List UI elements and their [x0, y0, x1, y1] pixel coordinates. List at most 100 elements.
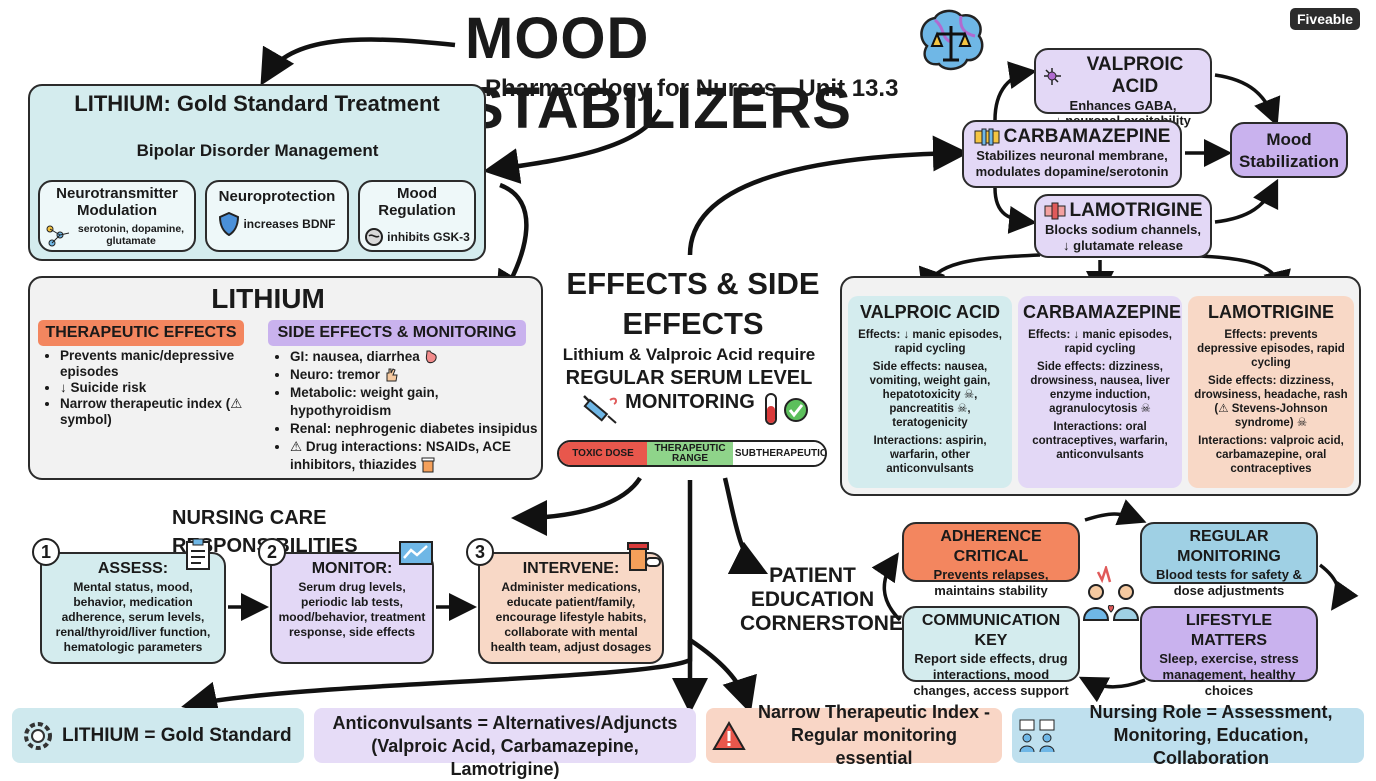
summary-lithium-text: LITHIUM = Gold Standard: [62, 724, 292, 746]
side-effect-item: Metabolic: weight gain, hypothyroidism: [290, 384, 538, 420]
communication-text: Report side effects, drug interactions, …: [913, 651, 1069, 698]
brain-icon: [364, 227, 384, 247]
arrow-cycle-bottom: [1078, 676, 1146, 703]
subtherapeutic-segment: SUBTHERAPEUTIC: [733, 442, 825, 465]
arrow-carb-to-lamo: [993, 187, 1037, 234]
carbamazepine-mechanism-title: CARBAMAZEPINE: [1003, 126, 1171, 147]
therapeutic-range-segment: THERAPEUTIC RANGE: [647, 442, 735, 465]
clipboard-icon: [184, 538, 212, 570]
neuroprotection-title: Neuroprotection: [218, 188, 336, 205]
neuroprotection-card: Neuroprotection increases BDNF: [205, 180, 349, 252]
arrow-cycle-right: [1318, 563, 1359, 611]
valproic-effects-title: VALPROIC ACID: [859, 302, 1000, 322]
monitor-title: MONITOR:: [311, 560, 393, 577]
mood-regulation-card: Mood Regulation inhibits GSK-3: [358, 180, 476, 252]
brand-badge[interactable]: Fiveable: [1290, 8, 1360, 30]
nursing-team-icon: [1018, 718, 1058, 754]
summary-narrow-index-text: Narrow Therapeutic Index - Regular monit…: [757, 702, 991, 768]
arrow-range-to-nursing: [511, 476, 642, 536]
neuroprotection-detail: increases BDNF: [243, 217, 336, 231]
assess-title: ASSESS:: [97, 560, 169, 577]
therapeutic-effect-item: Prevents manic/depressive episodes: [60, 348, 265, 380]
arrow-carb-to-valproic: [993, 61, 1037, 121]
membrane-icon: [974, 128, 1000, 146]
monitor-text: Serum drug levels, periodic lab tests, m…: [278, 580, 426, 639]
intervene-title: INTERVENE:: [522, 560, 620, 577]
shield-icon: [218, 211, 240, 237]
valproic-mechanism-line1: Enhances GABA,: [1069, 98, 1177, 113]
valproic-mechanism-title: VALPROIC ACID: [1086, 54, 1184, 97]
neuron-icon: [1042, 66, 1062, 86]
regular-monitoring-text: Blood tests for safety & dose adjustment…: [1156, 567, 1302, 598]
lamotrigine-mechanism-line2: ↓ glutamate release: [1063, 238, 1183, 253]
mood-stabilization-outcome: Mood Stabilization: [1230, 122, 1348, 178]
arrow-range-to-education: [722, 477, 769, 575]
monitor-chart-icon: [398, 540, 434, 568]
side-effect-item: Neuro: tremor: [290, 366, 538, 384]
communication-title: COMMUNICATION KEY: [921, 612, 1061, 649]
monitoring-line3: MONITORING: [625, 391, 755, 413]
arrow-cycle-left: [871, 552, 902, 622]
neurotransmitter-detail: serotonin, dopamine, glutamate: [77, 223, 185, 247]
communication-card: COMMUNICATION KEY Report side effects, d…: [902, 606, 1080, 698]
valproic-effects-card: VALPROIC ACID Effects: ↓ manic episodes,…: [848, 296, 1012, 488]
monitoring-line2: REGULAR SERUM LEVEL: [565, 367, 813, 389]
sodium-channel-icon: [1044, 202, 1066, 220]
arrow-lamo-to-outcome: [1214, 178, 1279, 224]
side-effects-list: GI: nausea, diarrhea Neuro: tremor Metab…: [270, 348, 538, 474]
side-effect-item: GI: nausea, diarrhea: [290, 348, 538, 366]
molecule-icon: [44, 221, 72, 249]
lithium-gold-title: LITHIUM: Gold Standard Treatment: [74, 91, 440, 116]
lamotrigine-effects-card: LAMOTRIGINE Effects: prevents depressive…: [1188, 296, 1354, 488]
lifestyle-text: Sleep, exercise, stress management, heal…: [1159, 651, 1299, 698]
carbamazepine-mechanism-line1: Stabilizes neuronal membrane,: [976, 148, 1168, 163]
lamotrigine-effects-title: LAMOTRIGINE: [1208, 302, 1334, 322]
bipolar-management-label: Bipolar Disorder Management: [135, 140, 380, 162]
education-heading: PATIENT EDUCATION CORNERSTONE: [740, 564, 903, 635]
neurotransmitter-modulation-card: Neurotransmitter Modulation serotonin, d…: [38, 180, 196, 252]
summary-nursing-role-text: Nursing Role = Assessment, Monitoring, E…: [1089, 702, 1333, 768]
intervene-text: Administer medications, educate patient/…: [490, 580, 652, 654]
nurse-patient-icon: [1080, 563, 1142, 626]
arrow-effects-to-carbamazepine: [687, 135, 969, 256]
regular-monitoring-title: REGULAR MONITORING: [1177, 528, 1281, 565]
arrow-cycle-top: [1084, 499, 1147, 526]
arrow-center-right: [688, 638, 757, 714]
page-subtitle: Pharmacology for Nurses - Unit 13.3: [485, 75, 899, 102]
mood-regulation-title: Mood Regulation: [378, 185, 456, 219]
arrow-valproic-to-outcome: [1214, 73, 1281, 127]
stomach-icon: [424, 350, 438, 364]
valproic-mechanism-card: VALPROIC ACID Enhances GABA, ↓ neuronal …: [1034, 48, 1212, 128]
summary-anticonvulsants-box: Anticonvulsants = Alternatives/Adjuncts …: [314, 708, 696, 779]
therapeutic-effect-item: ↓ Suicide risk: [60, 380, 265, 396]
pill-bottle-icon: [421, 457, 435, 473]
valproic-interactions-text: Interactions: aspirin, warfarin, other a…: [873, 435, 987, 475]
effects-heading: EFFECTS & SIDE EFFECTS: [528, 264, 858, 341]
summary-lithium-box: LITHIUM = Gold Standard: [12, 708, 304, 763]
carbamazepine-effects-text: Effects: ↓ manic episodes, rapid cycling: [1028, 329, 1172, 355]
gear-brain-icon: [20, 718, 56, 754]
lamotrigine-effects-text: Effects: prevents depressive episodes, r…: [1197, 329, 1345, 369]
side-effect-item: Renal: nephrogenic diabetes insipidus: [290, 420, 538, 438]
carbamazepine-side-effects-text: Side effects: dizziness, drowsiness, nau…: [1030, 361, 1170, 415]
regular-monitoring-card: REGULAR MONITORING Blood tests for safet…: [1140, 522, 1318, 598]
toxic-dose-segment: TOXIC DOSE: [559, 442, 649, 465]
brain-scale-icon: [915, 8, 987, 76]
lamotrigine-mechanism-title: LAMOTRIGINE: [1069, 200, 1203, 221]
medication-icon: [626, 540, 662, 574]
carbamazepine-interactions-text: Interactions: oral contraceptives, warfa…: [1032, 421, 1168, 461]
syringe-icon: [580, 392, 620, 426]
assess-text: Mental status, mood, behavior, medicatio…: [55, 580, 211, 654]
summary-narrow-index-box: Narrow Therapeutic Index - Regular monit…: [706, 702, 1002, 768]
carbamazepine-effects-card: CARBAMAZEPINE Effects: ↓ manic episodes,…: [1018, 296, 1182, 488]
assess-card: ASSESS: Mental status, mood, behavior, m…: [40, 552, 226, 664]
monitor-card: MONITOR: Serum drug levels, periodic lab…: [270, 552, 434, 664]
therapeutic-effect-item: Narrow therapeutic index (⚠ symbol): [60, 396, 265, 428]
nursing-heading: NURSING CARE RESPONSIBILITIES: [172, 507, 358, 557]
adherence-text: Prevents relapses, maintains stability: [933, 567, 1049, 598]
hand-tremor-icon: [384, 367, 400, 383]
monitoring-line1: Lithium & Valproic Acid require: [562, 345, 816, 364]
adherence-title: ADHERENCE CRITICAL: [940, 528, 1042, 565]
neurotransmitter-title: Neurotransmitter Modulation: [56, 185, 178, 219]
valproic-effects-text: Effects: ↓ manic episodes, rapid cycling: [858, 329, 1002, 355]
